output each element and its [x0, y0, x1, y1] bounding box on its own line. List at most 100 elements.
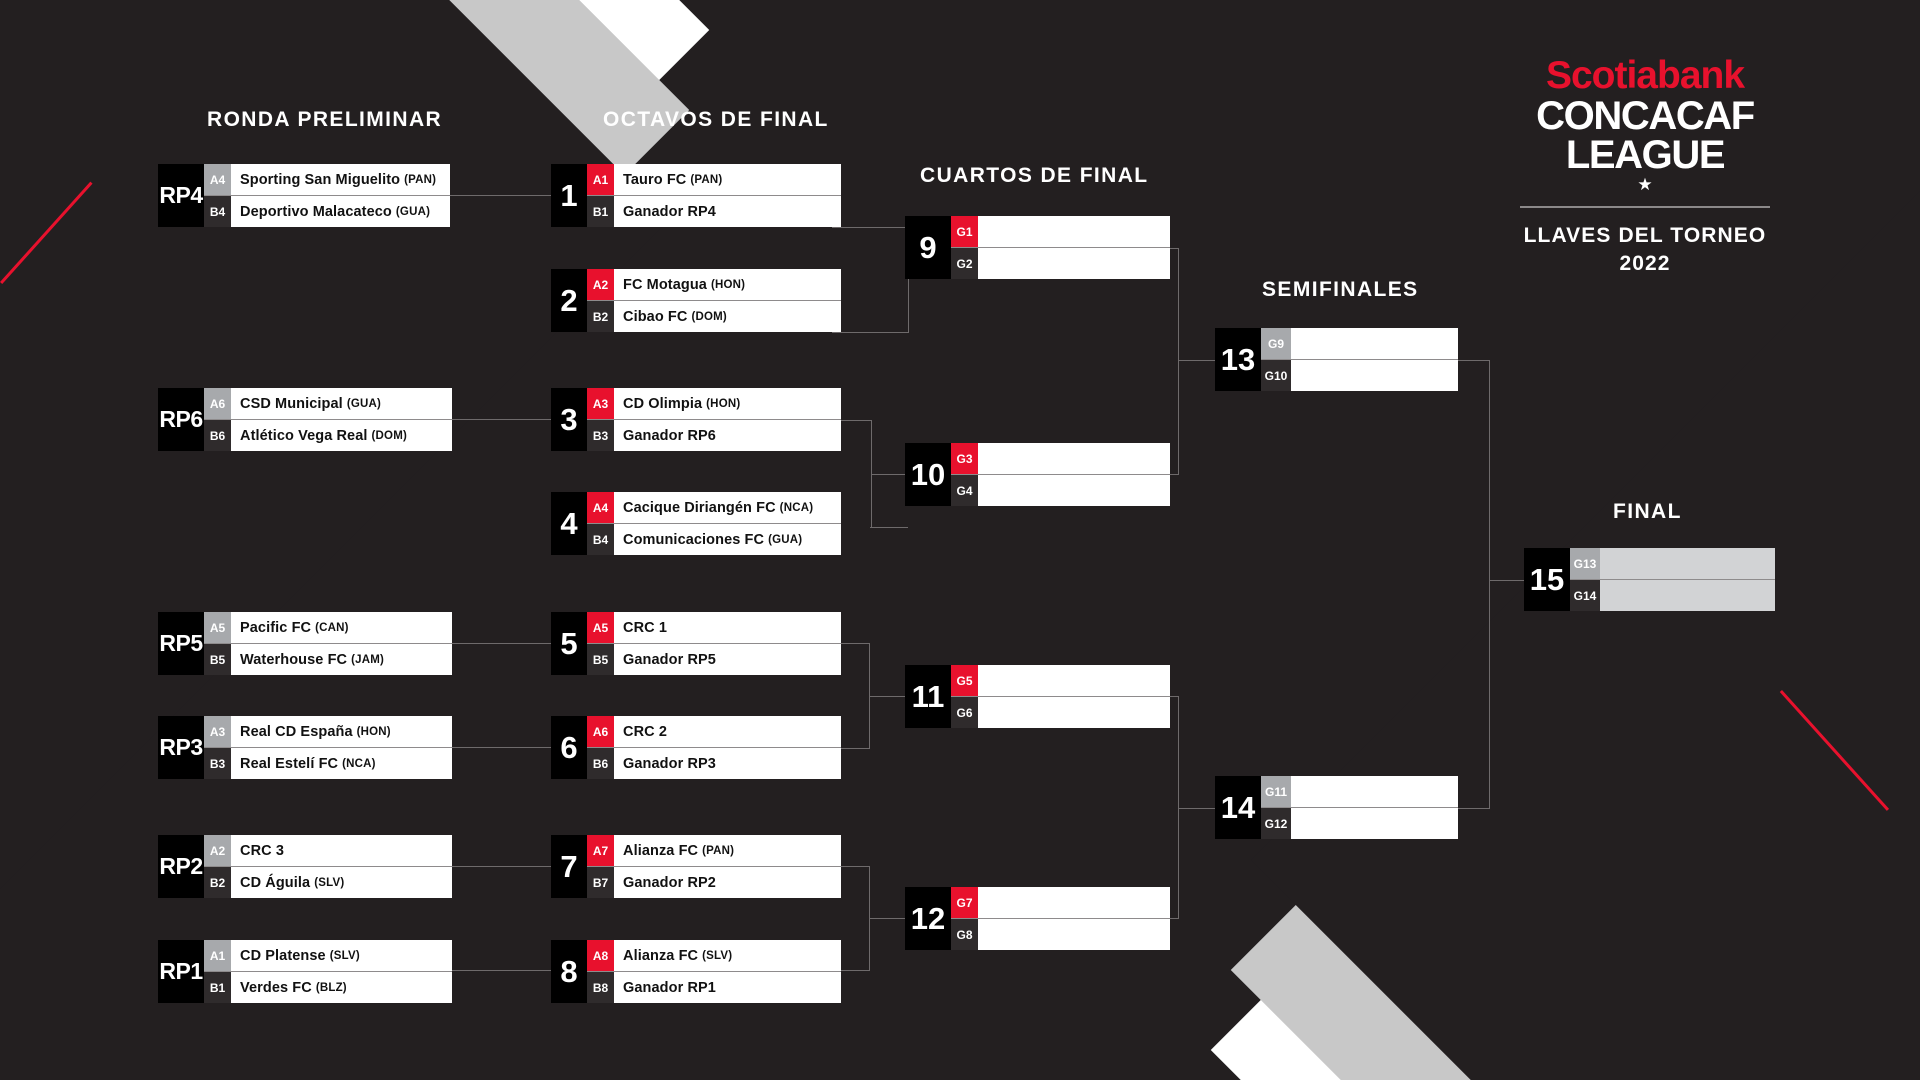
connector-to-final — [1489, 580, 1525, 581]
match-rows: A8 Alianza FC (SLV) B8 Ganador RP1 — [587, 940, 841, 1003]
team-name-cell — [978, 216, 1170, 247]
slot-code-badge: G5 — [951, 665, 978, 696]
match-slot-bottom[interactable]: B6 Ganador RP3 — [587, 748, 841, 779]
match-box-9[interactable]: 9 G1 G2 — [905, 216, 1170, 279]
match-rows: A2 FC Motagua (HON) B2 Cibao FC (DOM) — [587, 269, 841, 332]
match-box-4[interactable]: 4 A4 Cacique Diriangén FC (NCA) B4 Comun… — [551, 492, 841, 555]
match-slot-bottom[interactable]: B1 Verdes FC (BLZ) — [204, 972, 452, 1003]
match-slot-top[interactable]: A8 Alianza FC (SLV) — [587, 940, 841, 971]
match-box-3[interactable]: 3 A3 CD Olimpia (HON) B3 Ganador RP6 — [551, 388, 841, 451]
team-name: CRC 2 — [623, 723, 668, 740]
team-name-cell: Tauro FC (PAN) — [614, 164, 841, 195]
team-country: (HON) — [706, 397, 741, 410]
match-slot-bottom[interactable]: G2 — [951, 248, 1170, 279]
team-name-cell: Pacific FC (CAN) — [231, 612, 452, 643]
team-name-cell: Deportivo Malacateco (GUA) — [231, 196, 450, 227]
match-box-2[interactable]: 2 A2 FC Motagua (HON) B2 Cibao FC (DOM) — [551, 269, 841, 332]
match-slot-bottom[interactable]: B2 CD Águila (SLV) — [204, 867, 452, 898]
match-box-15[interactable]: 15 G13 G14 — [1524, 548, 1775, 611]
match-box-6[interactable]: 6 A6 CRC 2 B6 Ganador RP3 — [551, 716, 841, 779]
match-slot-top[interactable]: A6 CRC 2 — [587, 716, 841, 747]
match-slot-bottom[interactable]: B5 Ganador RP5 — [587, 644, 841, 675]
match-slot-top[interactable]: G13 — [1570, 548, 1775, 579]
slot-code-badge: G10 — [1261, 360, 1291, 391]
match-number-rp2: RP2 — [158, 835, 204, 898]
match-slot-bottom[interactable]: G8 — [951, 919, 1170, 950]
match-number-rp3: RP3 — [158, 716, 204, 779]
match-slot-top[interactable]: A7 Alianza FC (PAN) — [587, 835, 841, 866]
team-name-cell — [978, 697, 1170, 728]
match-slot-bottom[interactable]: B5 Waterhouse FC (JAM) — [204, 644, 452, 675]
match-box-1[interactable]: 1 A1 Tauro FC (PAN) B1 Ganador RP4 — [551, 164, 841, 227]
match-box-10[interactable]: 10 G3 G4 — [905, 443, 1170, 506]
slot-code-badge: B6 — [587, 748, 614, 779]
match-slot-top[interactable]: G9 — [1261, 328, 1458, 359]
match-number-2: 2 — [551, 269, 587, 332]
match-slot-bottom[interactable]: B3 Ganador RP6 — [587, 420, 841, 451]
team-name: CSD Municipal — [240, 395, 343, 412]
match-box-rp1[interactable]: RP1 A1 CD Platense (SLV) B1 Verdes FC (B… — [158, 940, 452, 1003]
match-slot-bottom[interactable]: B3 Real Estelí FC (NCA) — [204, 748, 452, 779]
header-final: FINAL — [1613, 500, 1682, 523]
match-slot-top[interactable]: A4 Cacique Diriangén FC (NCA) — [587, 492, 841, 523]
match-slot-top[interactable]: G3 — [951, 443, 1170, 474]
match-slot-top[interactable]: A6 CSD Municipal (GUA) — [204, 388, 452, 419]
slot-code-badge: G7 — [951, 887, 978, 918]
match-slot-top[interactable]: G5 — [951, 665, 1170, 696]
slot-code-badge: B1 — [587, 196, 614, 227]
connector-m2-out — [832, 332, 908, 333]
match-slot-top[interactable]: A1 CD Platense (SLV) — [204, 940, 452, 971]
match-slot-top[interactable]: G11 — [1261, 776, 1458, 807]
slot-code-badge: G11 — [1261, 776, 1291, 807]
match-box-rp6[interactable]: RP6 A6 CSD Municipal (GUA) B6 Atlético V… — [158, 388, 452, 451]
team-name-cell — [978, 919, 1170, 950]
match-slot-bottom[interactable]: B7 Ganador RP2 — [587, 867, 841, 898]
match-slot-bottom[interactable]: G14 — [1570, 580, 1775, 611]
connector-m1m2-join — [908, 227, 909, 333]
match-slot-bottom[interactable]: G12 — [1261, 808, 1458, 839]
match-box-rp2[interactable]: RP2 A2 CRC 3 B2 CD Águila (SLV) — [158, 835, 452, 898]
match-slot-top[interactable]: G7 — [951, 887, 1170, 918]
match-slot-bottom[interactable]: B4 Comunicaciones FC (GUA) — [587, 524, 841, 555]
match-slot-top[interactable]: A2 FC Motagua (HON) — [587, 269, 841, 300]
match-slot-top[interactable]: A3 Real CD España (HON) — [204, 716, 452, 747]
match-slot-bottom[interactable]: B6 Atlético Vega Real (DOM) — [204, 420, 452, 451]
match-slot-top[interactable]: A3 CD Olimpia (HON) — [587, 388, 841, 419]
match-box-5[interactable]: 5 A5 CRC 1 B5 Ganador RP5 — [551, 612, 841, 675]
team-name: Alianza FC — [623, 842, 699, 859]
match-number-3: 3 — [551, 388, 587, 451]
header-semifinales: SEMIFINALES — [1262, 278, 1419, 301]
slot-code-badge: A4 — [587, 492, 614, 523]
slot-code-badge: A1 — [204, 940, 231, 971]
match-slot-bottom[interactable]: B4 Deportivo Malacateco (GUA) — [204, 196, 450, 227]
match-slot-bottom[interactable]: G10 — [1261, 360, 1458, 391]
match-slot-bottom[interactable]: B1 Ganador RP4 — [587, 196, 841, 227]
row-separator — [951, 247, 1170, 248]
accent-line-bottom-right — [1779, 690, 1890, 811]
match-box-13[interactable]: 13 G9 G10 — [1215, 328, 1458, 391]
match-slot-top[interactable]: A4 Sporting San Miguelito (PAN) — [204, 164, 450, 195]
match-slot-top[interactable]: G1 — [951, 216, 1170, 247]
slot-code-badge: B3 — [204, 748, 231, 779]
match-box-12[interactable]: 12 G7 G8 — [905, 887, 1170, 950]
match-box-14[interactable]: 14 G11 G12 — [1215, 776, 1458, 839]
match-slot-bottom[interactable]: B8 Ganador RP1 — [587, 972, 841, 1003]
row-separator — [587, 195, 841, 196]
match-box-7[interactable]: 7 A7 Alianza FC (PAN) B7 Ganador RP2 — [551, 835, 841, 898]
match-slot-bottom[interactable]: G6 — [951, 697, 1170, 728]
match-slot-bottom[interactable]: G4 — [951, 475, 1170, 506]
team-name-cell: CD Platense (SLV) — [231, 940, 452, 971]
match-box-rp4[interactable]: RP4 A4 Sporting San Miguelito (PAN) B4 D… — [158, 164, 450, 227]
team-name: CRC 1 — [623, 619, 668, 636]
match-slot-top[interactable]: A2 CRC 3 — [204, 835, 452, 866]
match-box-rp3[interactable]: RP3 A3 Real CD España (HON) B3 Real Este… — [158, 716, 452, 779]
match-box-11[interactable]: 11 G5 G6 — [905, 665, 1170, 728]
match-slot-top[interactable]: A5 Pacific FC (CAN) — [204, 612, 452, 643]
match-slot-bottom[interactable]: B2 Cibao FC (DOM) — [587, 301, 841, 332]
match-slot-top[interactable]: A1 Tauro FC (PAN) — [587, 164, 841, 195]
team-country: (CAN) — [315, 621, 349, 634]
match-box-8[interactable]: 8 A8 Alianza FC (SLV) B8 Ganador RP1 — [551, 940, 841, 1003]
match-slot-top[interactable]: A5 CRC 1 — [587, 612, 841, 643]
match-box-rp5[interactable]: RP5 A5 Pacific FC (CAN) B5 Waterhouse FC… — [158, 612, 452, 675]
team-country: (GUA) — [395, 205, 431, 218]
